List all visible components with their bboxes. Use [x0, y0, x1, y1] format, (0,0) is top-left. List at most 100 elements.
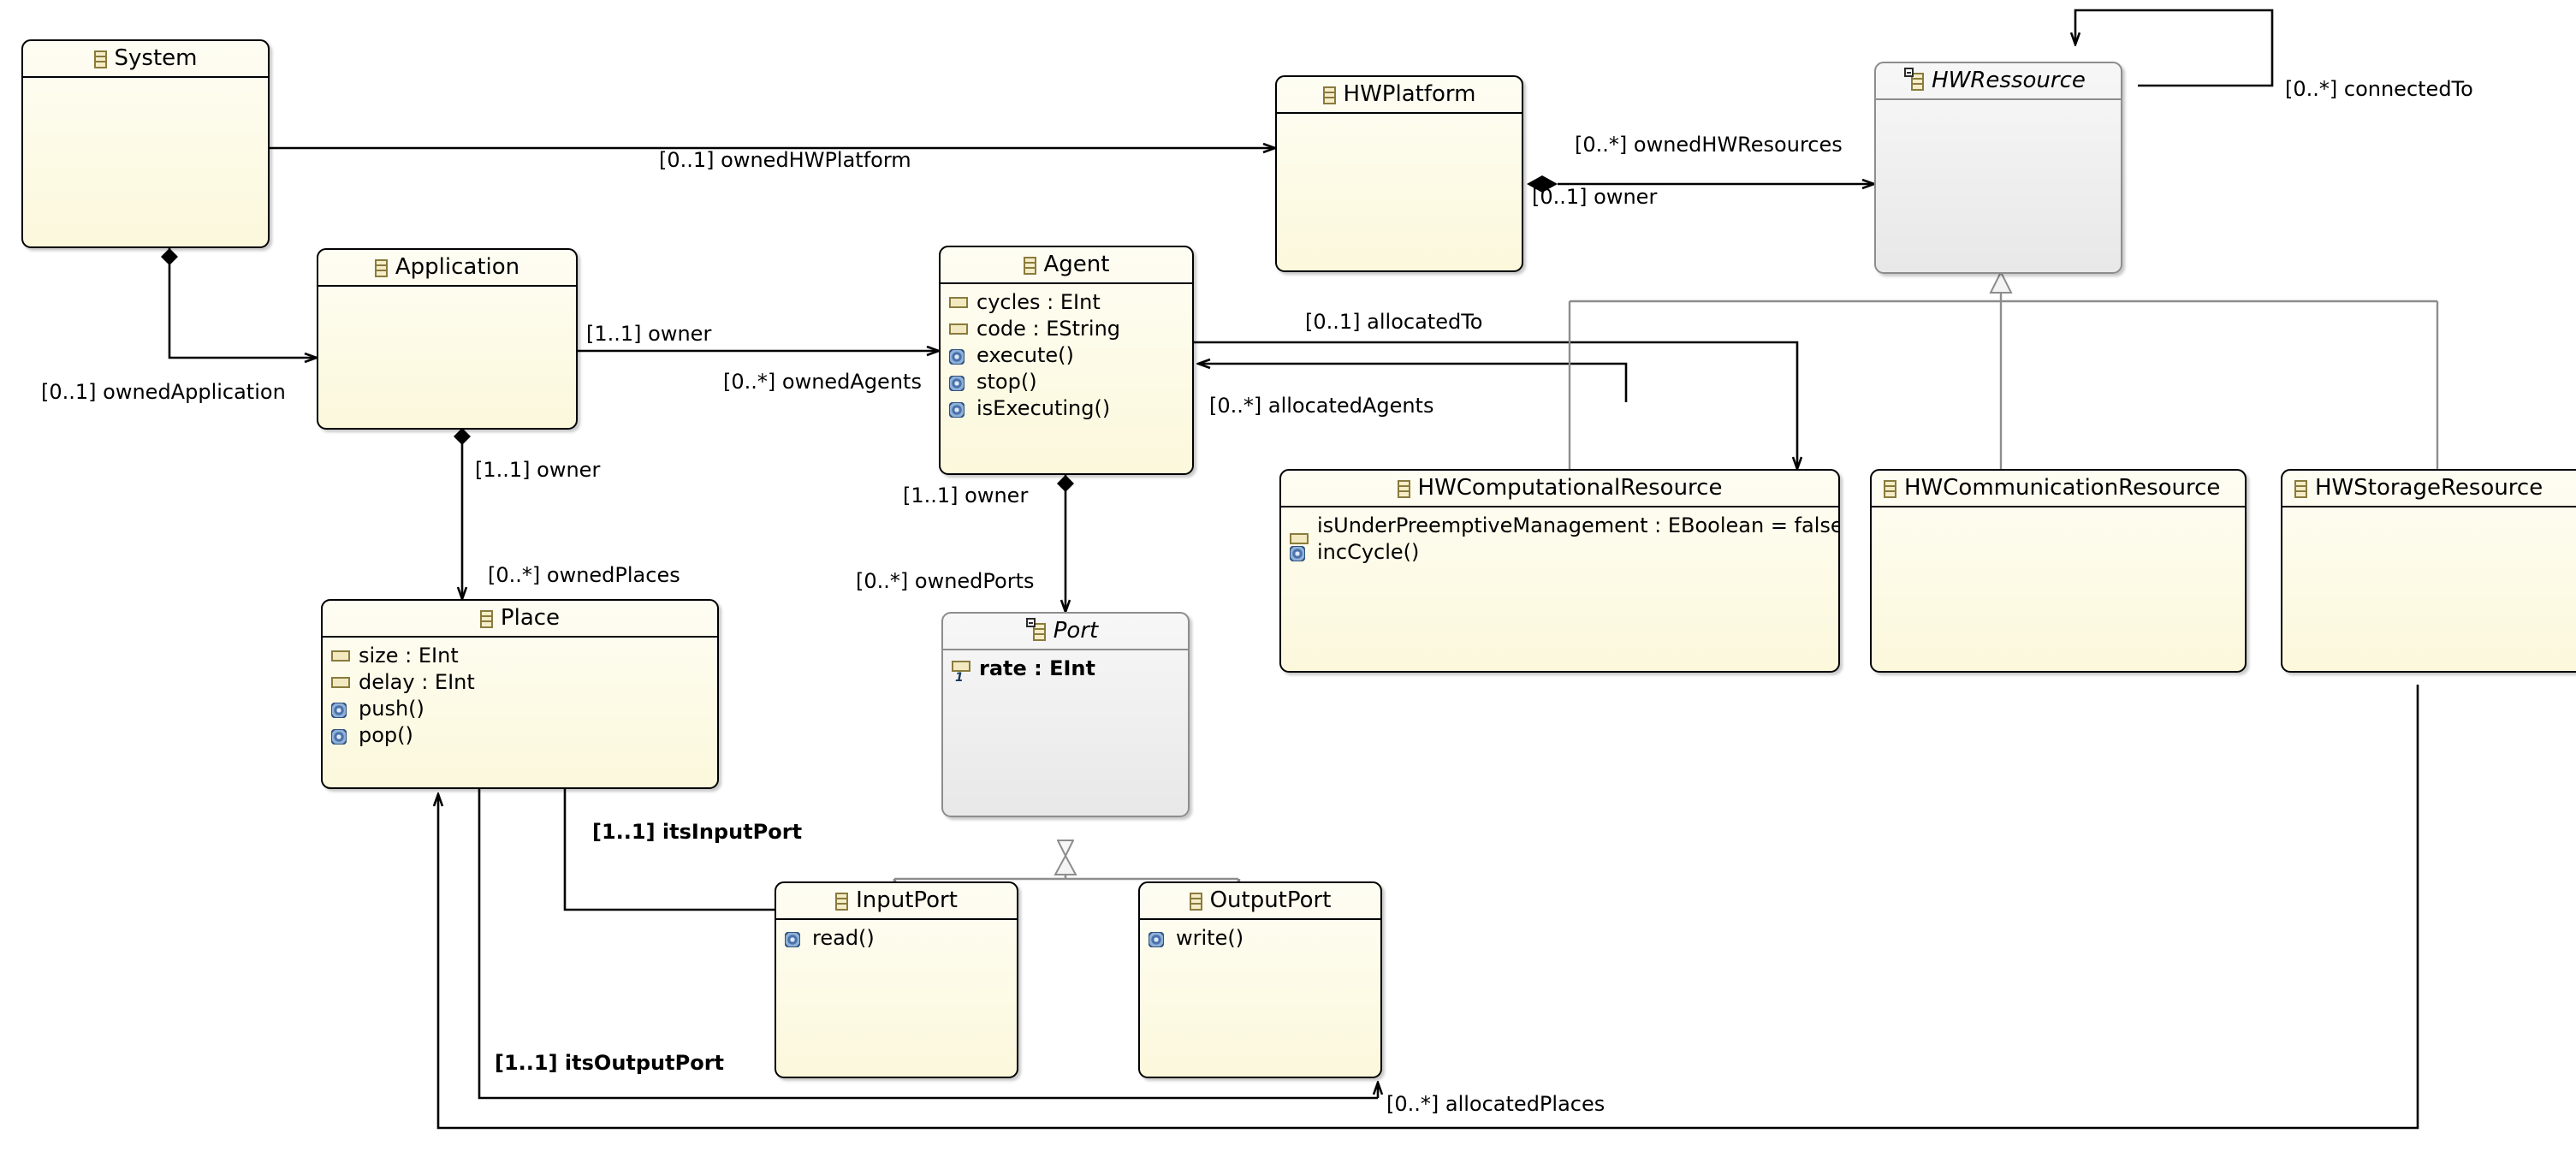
class-box-hw-ressource[interactable]: HWRessource: [1874, 62, 2122, 274]
class-body-place: size : EInt delay : EInt push() pop(): [323, 638, 717, 749]
class-icon: [1025, 618, 1046, 641]
class-box-input-port[interactable]: InputPort read(): [775, 881, 1018, 1078]
operation-icon: [949, 402, 965, 418]
class-name-hw-storage-resource: HWStorageResource: [2315, 475, 2543, 501]
class-box-port[interactable]: Port 1 rate : EInt: [941, 612, 1190, 817]
class-body-hw-platform: [1277, 114, 1522, 119]
operation-row: isExecuting(): [941, 395, 1192, 422]
class-icon: [479, 610, 493, 628]
class-header-hw-platform: HWPlatform: [1277, 77, 1522, 114]
attribute-label: rate : EInt: [979, 656, 1095, 680]
attribute-icon: [949, 323, 968, 335]
class-name-port: Port: [1053, 618, 1099, 644]
class-header-application: Application: [318, 250, 576, 287]
class-icon: [1884, 480, 1896, 498]
attribute-icon: [1290, 533, 1309, 544]
class-box-hw-communication-resource[interactable]: HWCommunicationResource: [1870, 469, 2247, 673]
class-box-hw-storage-resource[interactable]: HWStorageResource: [2281, 469, 2576, 673]
class-box-hw-computational-resource[interactable]: HWComputationalResource isUnderPreemptiv…: [1279, 469, 1840, 673]
class-name-system: System: [114, 45, 198, 71]
class-box-application[interactable]: Application: [317, 248, 578, 430]
operation-icon: [1149, 932, 1164, 947]
operation-row: execute(): [941, 342, 1192, 369]
class-name-place: Place: [500, 605, 561, 631]
operation-label: stop(): [976, 370, 1037, 394]
edge-label-allocated-to: [0..1] allocatedTo: [1305, 310, 1483, 334]
class-body-hw-storage-resource: [2282, 507, 2576, 513]
class-body-hw-ressource: [1876, 100, 2121, 105]
class-body-output-port: write(): [1140, 920, 1380, 952]
class-header-hw-ressource: HWRessource: [1876, 63, 2121, 100]
attribute-row: isUnderPreemptiveManagement : EBoolean =…: [1281, 513, 1840, 544]
edge-label-owned-hw-resources: [0..*] ownedHWResources: [1575, 133, 1843, 157]
edge-label-allocated-agents: [0..*] allocatedAgents: [1209, 394, 1434, 418]
class-name-hw-ressource: HWRessource: [1932, 68, 2086, 93]
edge-label-owned-application: [0..1] ownedApplication: [41, 380, 286, 404]
edge-label-owned-ports: [0..*] ownedPorts: [856, 569, 1035, 593]
class-icon: [835, 893, 849, 911]
edge-label-port-owner: [1..1] owner: [903, 484, 1029, 507]
operation-label: read(): [812, 926, 875, 950]
abstract-marker-icon: [1904, 68, 1914, 77]
operation-icon: [331, 729, 347, 745]
attribute-row: delay : EInt: [323, 669, 717, 696]
class-header-input-port: InputPort: [776, 883, 1017, 920]
edge-label-owned-hw-platform: [0..1] ownedHWPlatform: [659, 148, 911, 172]
class-header-hw-communication-resource: HWCommunicationResource: [1872, 471, 2245, 507]
operation-icon: [1290, 546, 1305, 561]
attribute-label: size : EInt: [359, 644, 459, 668]
class-box-output-port[interactable]: OutputPort write(): [1138, 881, 1382, 1078]
operation-label: execute(): [976, 343, 1074, 367]
operation-icon: [331, 703, 347, 718]
class-name-hw-computational-resource: HWComputationalResource: [1417, 475, 1723, 501]
operation-icon: [785, 932, 800, 947]
class-body-input-port: read(): [776, 920, 1017, 952]
class-body-hw-computational-resource: isUnderPreemptiveManagement : EBoolean =…: [1281, 507, 1838, 566]
attribute-row: code : EString: [941, 316, 1192, 342]
operation-label: pop(): [359, 723, 413, 747]
attribute-icon: [949, 297, 968, 308]
class-name-hw-platform: HWPlatform: [1343, 81, 1476, 107]
class-name-output-port: OutputPort: [1209, 887, 1332, 913]
class-box-place[interactable]: Place size : EInt delay : EInt push() po…: [321, 599, 719, 789]
attribute-label: code : EString: [976, 317, 1121, 341]
class-body-application: [318, 287, 576, 292]
class-name-application: Application: [395, 254, 520, 280]
operation-label: push(): [359, 697, 424, 721]
class-body-system: [23, 78, 268, 83]
edge-label-its-output-port: [1..1] itsOutputPort: [495, 1051, 724, 1075]
attribute-icon: [331, 677, 350, 688]
edge-label-allocated-places: [0..*] allocatedPlaces: [1386, 1092, 1606, 1116]
edge-label-its-input-port: [1..1] itsInputPort: [592, 820, 803, 844]
class-header-port: Port: [943, 614, 1188, 650]
attribute-label: cycles : EInt: [976, 290, 1101, 314]
class-header-hw-storage-resource: HWStorageResource: [2282, 471, 2576, 507]
operation-icon: [949, 376, 965, 391]
class-icon: [2294, 480, 2307, 498]
operation-icon: [949, 349, 965, 365]
class-name-hw-communication-resource: HWCommunicationResource: [1904, 475, 2221, 501]
edge-label-owned-places: [0..*] ownedPlaces: [488, 563, 680, 587]
class-box-hw-platform[interactable]: HWPlatform: [1275, 75, 1523, 272]
operation-row: push(): [323, 696, 717, 722]
operation-row: write(): [1140, 925, 1380, 952]
operation-row: pop(): [323, 722, 717, 749]
class-box-agent[interactable]: Agent cycles : EInt code : EString execu…: [939, 246, 1194, 475]
class-name-agent: Agent: [1043, 252, 1110, 277]
class-header-place: Place: [323, 601, 717, 638]
class-name-input-port: InputPort: [856, 887, 958, 913]
class-box-system[interactable]: System: [21, 39, 270, 248]
attribute-row: 1 rate : EInt: [943, 656, 1188, 684]
operation-label: write(): [1176, 926, 1244, 950]
class-icon: [1904, 68, 1925, 91]
class-icon: [374, 259, 388, 277]
attribute-icon: 1: [952, 661, 970, 684]
attribute-label: isUnderPreemptiveManagement : EBoolean =…: [1317, 513, 1840, 537]
operation-row: incCycle(): [1281, 539, 1838, 566]
multiplicity-marker: 1: [955, 671, 964, 685]
edge-label-app-owner: [1..1] owner: [586, 322, 712, 346]
class-icon: [1189, 893, 1202, 911]
operation-row: read(): [776, 925, 1017, 952]
class-header-hw-computational-resource: HWComputationalResource: [1281, 471, 1838, 507]
